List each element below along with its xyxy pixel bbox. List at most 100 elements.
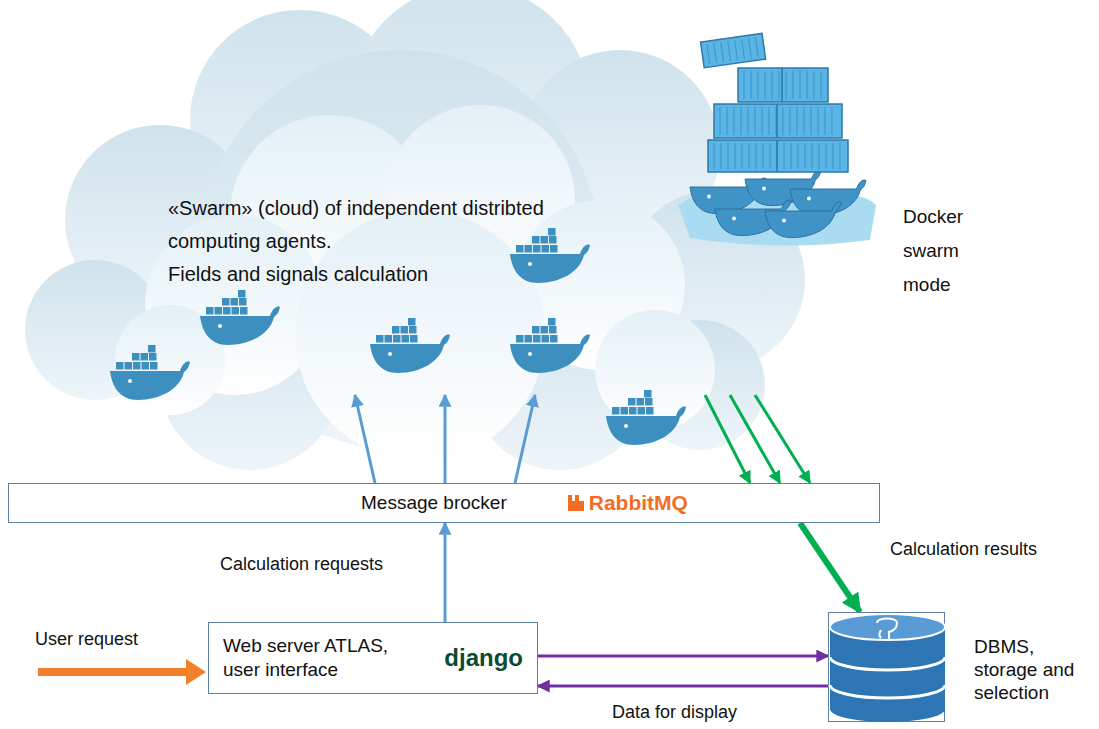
container-rib — [762, 107, 763, 135]
connector-arrow — [355, 395, 375, 483]
container-rib — [819, 143, 820, 169]
whale-body — [745, 170, 821, 206]
container-rib — [812, 143, 813, 169]
connector-label: Calculation results — [890, 538, 1037, 560]
container-box — [223, 307, 231, 315]
cylinder-band — [830, 657, 945, 670]
container-box — [550, 245, 558, 253]
container-box — [548, 318, 556, 326]
docker-whale — [200, 290, 280, 345]
whale-body — [606, 407, 686, 445]
container-box — [542, 245, 550, 253]
container-box — [393, 335, 401, 343]
container-box — [410, 335, 418, 343]
container-rib — [735, 40, 738, 60]
container-box — [532, 236, 540, 244]
container-rib — [751, 71, 752, 99]
container-rib — [807, 71, 808, 99]
connector-label: Calculation requests — [220, 553, 383, 575]
container-rib — [755, 107, 756, 135]
container-box — [142, 362, 150, 370]
connector-arrow — [515, 395, 535, 483]
container-rib — [714, 43, 717, 63]
container-box — [125, 362, 133, 370]
container-box — [516, 245, 524, 253]
rabbitmq-icon — [567, 494, 585, 512]
container-box — [637, 398, 645, 406]
docker-whale — [510, 228, 590, 283]
container-box — [541, 326, 549, 334]
whale-eye — [762, 187, 766, 191]
cloud-puff — [295, 210, 545, 460]
container-rib — [779, 71, 780, 99]
whale-body — [790, 180, 866, 216]
whale-eye — [528, 352, 532, 356]
container-box — [638, 407, 646, 415]
container-box — [239, 298, 247, 306]
container-box — [240, 307, 248, 315]
container-box — [541, 236, 549, 244]
container-rib — [825, 107, 826, 135]
container-box — [409, 326, 417, 334]
whale-body — [765, 202, 841, 238]
container-box — [132, 353, 140, 361]
cloud-back — [25, 0, 805, 470]
whale-body — [200, 307, 280, 345]
container-rib — [811, 107, 812, 135]
shipping-container — [714, 104, 842, 138]
container-rib — [749, 143, 750, 169]
container-rib — [720, 107, 721, 135]
container-box — [533, 335, 541, 343]
container-box — [148, 345, 156, 353]
input-label: User request — [35, 628, 175, 650]
whale-eye — [782, 219, 786, 223]
container-rib — [714, 143, 715, 169]
container-rib — [784, 143, 785, 169]
container-box — [548, 228, 556, 236]
message-broker-box: Message brockerRabbitMQ — [8, 483, 880, 523]
connector-arrow — [755, 395, 810, 483]
container-rib — [755, 37, 758, 57]
container-rib — [804, 107, 805, 135]
container-box — [646, 407, 654, 415]
container-box — [628, 398, 636, 406]
container-rib — [735, 143, 736, 169]
container-rib — [748, 107, 749, 135]
container-box — [238, 290, 246, 298]
container-rib — [749, 38, 752, 58]
container-seam — [776, 140, 778, 172]
container-box — [549, 326, 557, 334]
whale-eye — [624, 424, 628, 428]
container-box — [645, 398, 653, 406]
container-box — [215, 307, 223, 315]
box-title: Web server ATLAS, user interface — [223, 634, 403, 682]
whale-eye — [128, 379, 132, 383]
container-rib — [797, 107, 798, 135]
container-box — [222, 298, 230, 306]
container-box — [549, 236, 557, 244]
whale-eye — [707, 195, 711, 199]
container-box — [644, 390, 652, 398]
container-box — [525, 335, 533, 343]
container-rib — [741, 107, 742, 135]
connector-label: Data for display — [612, 701, 737, 723]
connector-arrow — [705, 395, 750, 483]
container-box — [533, 245, 541, 253]
docker-whale — [370, 318, 450, 373]
container-rib — [744, 71, 745, 99]
node-caption: DBMS, storage and selection — [974, 635, 1079, 704]
container-rib — [769, 107, 770, 135]
container-box — [149, 353, 157, 361]
brand-logo-text: django — [444, 645, 523, 671]
container-box — [401, 326, 409, 334]
cloud-front — [115, 105, 715, 460]
web-server-box: Web server ATLAS, user interface django — [208, 622, 538, 694]
rabbitmq-icon-shape — [568, 495, 584, 511]
whale-eye — [807, 197, 811, 201]
swarm-whale — [790, 180, 866, 216]
cloud-puff — [595, 310, 715, 430]
container-box — [408, 318, 416, 326]
connector-arrow — [444, 523, 447, 622]
whale-eye — [528, 262, 532, 266]
